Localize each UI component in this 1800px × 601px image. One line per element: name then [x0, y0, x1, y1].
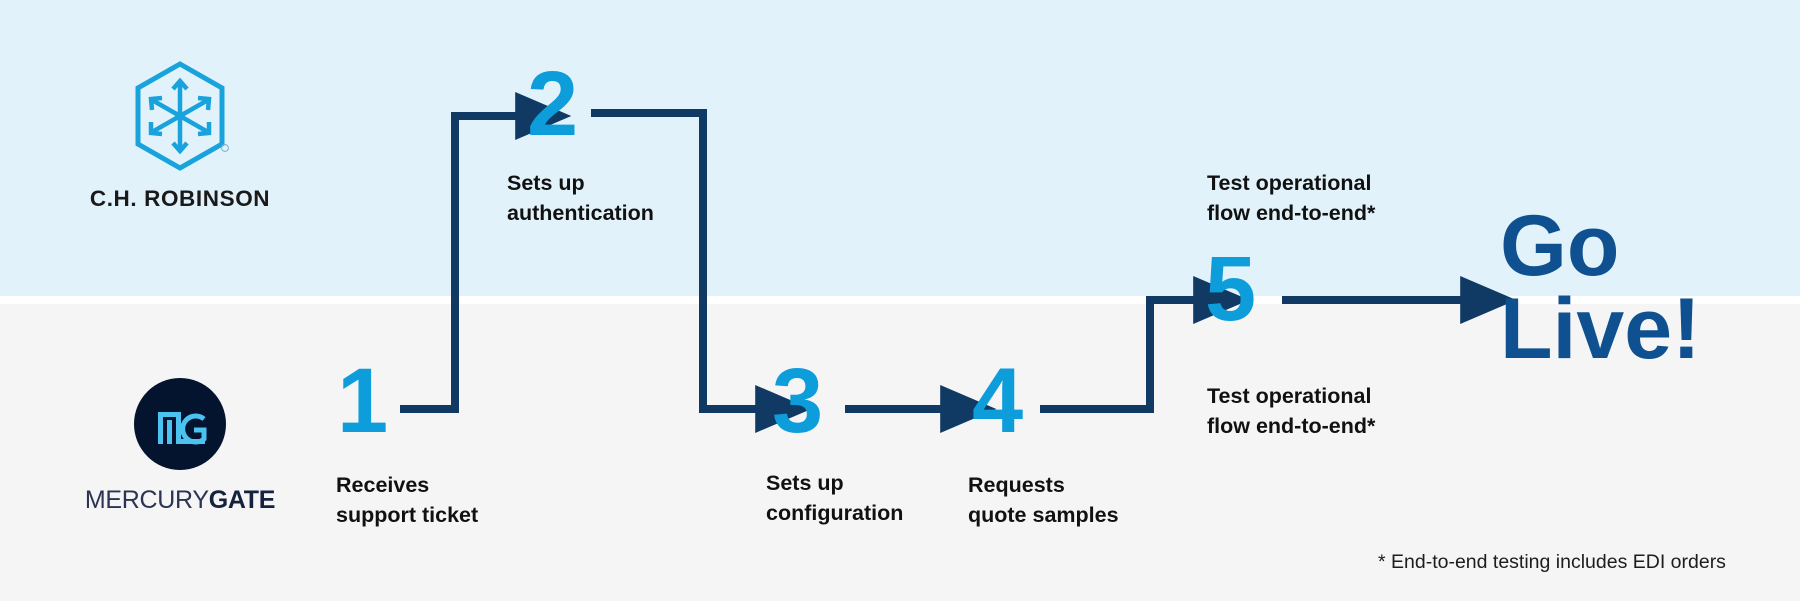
step-number-2: 2: [527, 53, 579, 155]
step-caption-4: Requests quote samples: [968, 473, 1119, 527]
step-number-3: 3: [772, 350, 824, 452]
mg-monogram-icon: [158, 412, 207, 445]
go-live-label: Go Live!: [1500, 198, 1701, 377]
lane-band-divider: [0, 296, 1800, 304]
mercurygate-badge: [134, 378, 226, 470]
step-number-1: 1: [337, 350, 389, 452]
connector-1-to-2: [400, 92, 572, 413]
mercurygate-wordmark: MERCURYGATE: [55, 486, 305, 515]
footnote-text: * End-to-end testing includes EDI orders: [1378, 551, 1726, 573]
lane-band-top: [0, 0, 1800, 296]
step-caption-1: Receives support ticket: [336, 473, 479, 527]
step-caption-2: Sets up authentication: [507, 171, 654, 225]
lane-band-bottom: [0, 304, 1800, 601]
mercurygate-word-light: MERCURY: [84, 486, 209, 514]
connector-2-to-3: [591, 109, 812, 433]
chrobinson-wordmark: C.H. ROBINSON: [89, 186, 271, 211]
chrobinson-logo: C.H. ROBINSON: [55, 60, 305, 212]
step-caption-5-bottom: Test operational flow end-to-end*: [1207, 384, 1376, 438]
connector-4-to-5: [1040, 276, 1250, 413]
step-caption-5-top: Test operational flow end-to-end*: [1207, 171, 1376, 225]
step-number-4: 4: [972, 350, 1024, 452]
step-caption-3: Sets up configuration: [766, 471, 904, 525]
mercurygate-logo: MERCURYGATE: [55, 378, 305, 515]
step-number-5: 5: [1205, 238, 1257, 340]
hexagon-cube-arrows-icon: [135, 61, 229, 171]
mercurygate-word-bold: GATE: [208, 486, 276, 514]
